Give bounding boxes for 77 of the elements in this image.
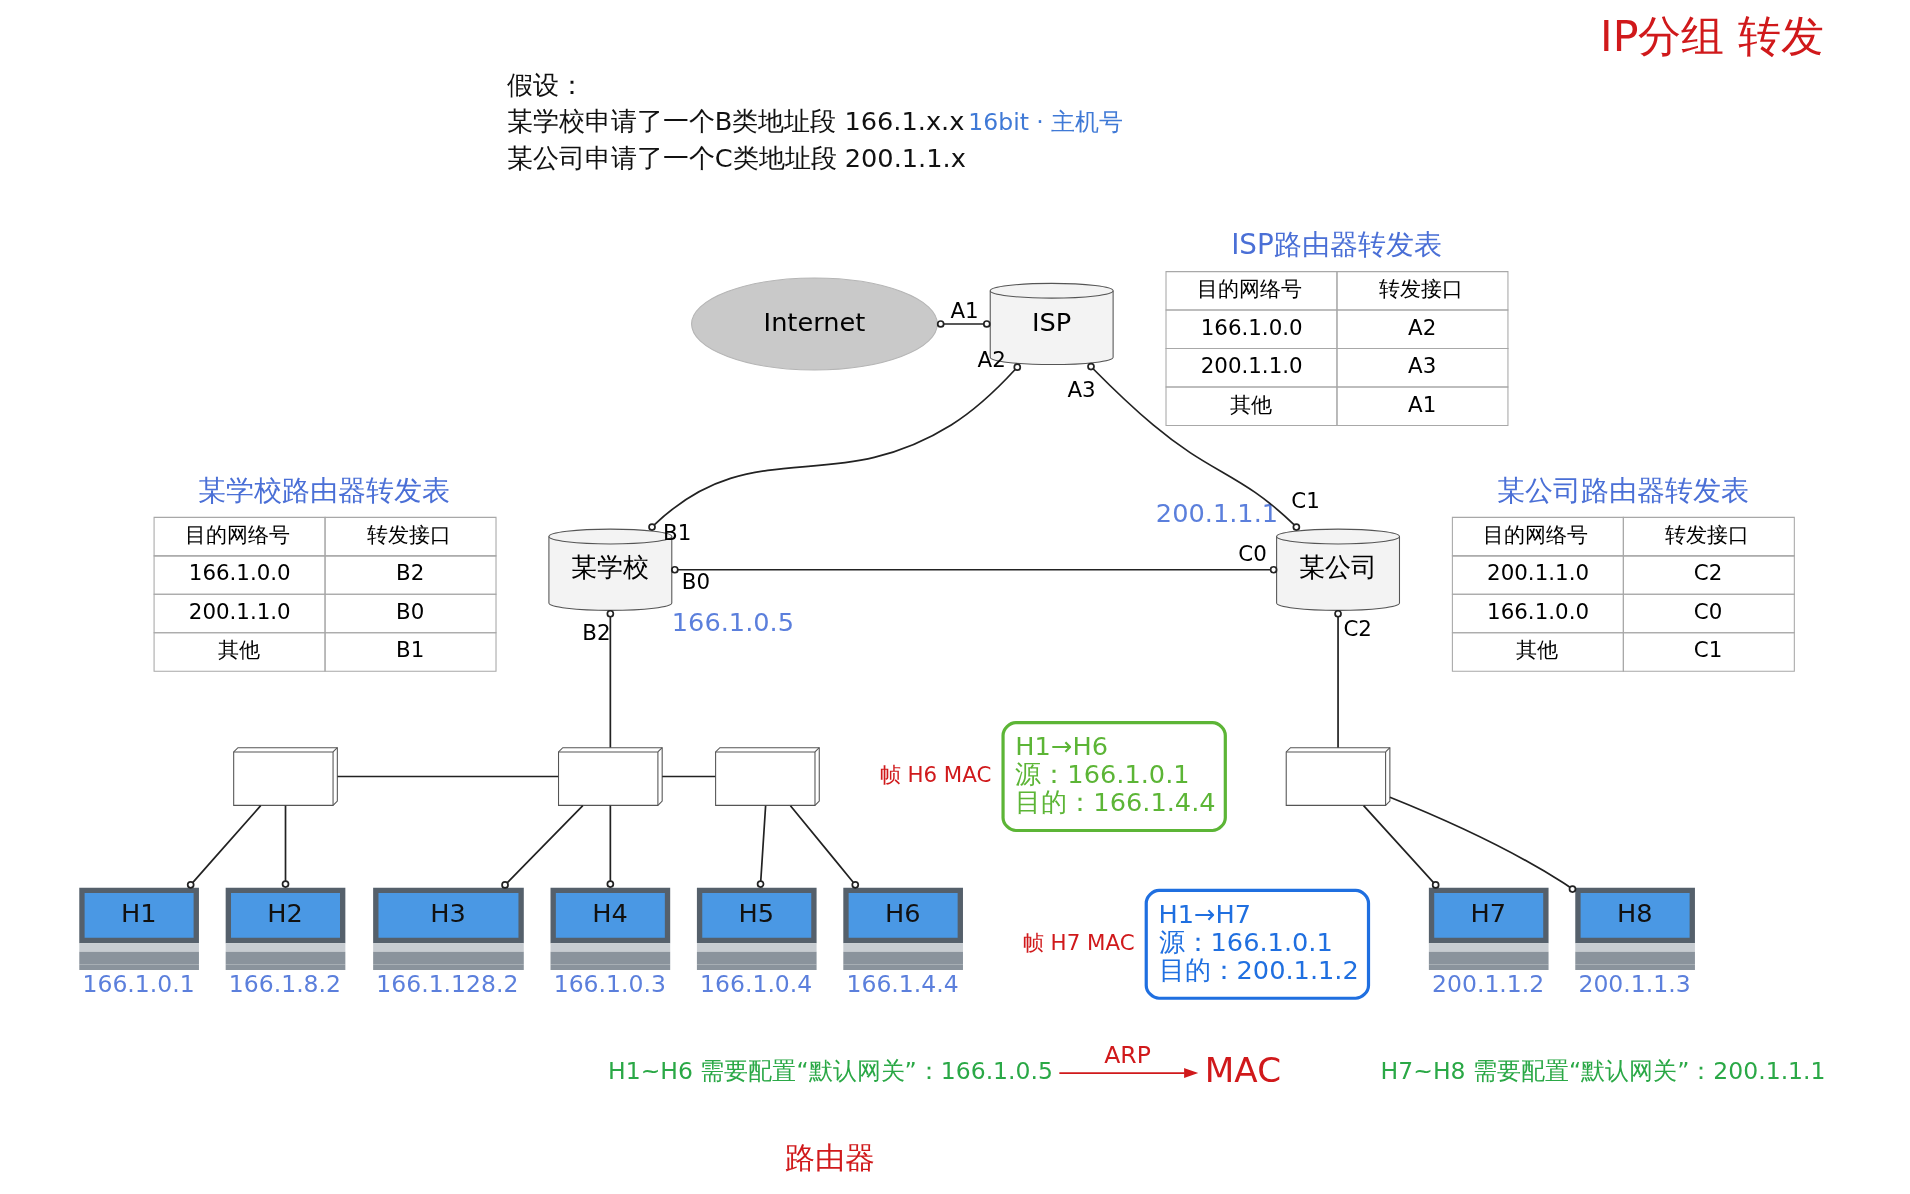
node-label: 166.1.0.4 bbox=[699, 969, 812, 998]
connector bbox=[606, 609, 614, 749]
connector bbox=[1086, 362, 1300, 531]
label: B1 bbox=[395, 637, 424, 663]
label: 目的网络号 bbox=[184, 521, 290, 547]
node-label: B0 bbox=[681, 568, 710, 594]
label: 转发接口 bbox=[366, 521, 451, 547]
label: B2 bbox=[395, 560, 424, 586]
node-label: 166.1.0.5 bbox=[671, 606, 794, 637]
label: 166.1.0.0 bbox=[1486, 598, 1589, 624]
connector bbox=[606, 804, 614, 888]
node-label: B2 bbox=[581, 620, 611, 646]
label: 某公司申请了一个C类地址段 200.1.1.x bbox=[506, 142, 966, 173]
node-label: A3 bbox=[1066, 376, 1096, 402]
node-label: C2 bbox=[1342, 615, 1372, 641]
node-label: 200.1.1.1 bbox=[1155, 497, 1278, 528]
label: 转发接口 bbox=[1664, 521, 1749, 547]
label: 其他 bbox=[1515, 637, 1558, 663]
connector bbox=[1362, 804, 1439, 889]
connector bbox=[670, 565, 1277, 574]
label: 200.1.1.0 bbox=[1486, 560, 1589, 586]
node-ellipse: Internet bbox=[690, 277, 938, 371]
node-label: A1 bbox=[950, 297, 979, 323]
connector bbox=[1388, 796, 1576, 893]
label: 假设： bbox=[506, 69, 585, 100]
node-label: A2 bbox=[977, 346, 1006, 372]
arrow bbox=[1057, 1068, 1198, 1078]
label: 16bit · 主机号 bbox=[967, 107, 1123, 136]
connector bbox=[186, 804, 262, 889]
label: C1 bbox=[1693, 637, 1722, 663]
label: B0 bbox=[395, 598, 424, 624]
node-label: 200.1.1.3 bbox=[1577, 969, 1691, 998]
label: ISP路由器转发表 bbox=[1230, 228, 1442, 262]
node-box: H1→H7 源：166.1.0.1 目的：200.1.1.2 bbox=[1144, 888, 1370, 1000]
label: H7~H8 需要配置“默认网关”：200.1.1.1 bbox=[1380, 1057, 1825, 1086]
node-label: C0 bbox=[1237, 541, 1267, 567]
node-label: C1 bbox=[1290, 487, 1320, 513]
connector bbox=[500, 804, 584, 889]
label: 166.1.0.0 bbox=[1200, 314, 1303, 340]
label: 某学校申请了一个B类地址段 166.1.x.x bbox=[506, 106, 964, 137]
label: 166.1.0.0 bbox=[188, 560, 291, 586]
connector bbox=[647, 363, 1021, 531]
connector bbox=[936, 320, 991, 328]
node-label: 166.1.0.1 bbox=[81, 969, 195, 998]
node-label: 166.1.0.3 bbox=[553, 969, 666, 998]
label: C2 bbox=[1693, 560, 1722, 586]
label: 某学校路由器转发表 bbox=[197, 474, 450, 508]
diagram-title: IP分组 转发 bbox=[1599, 10, 1824, 61]
connector bbox=[336, 775, 559, 778]
connector bbox=[756, 804, 766, 888]
node-box: H1→H6 源：166.1.0.1 目的：166.1.4.4 bbox=[1000, 720, 1227, 833]
label: 目的网络号 bbox=[1482, 521, 1588, 547]
node-label: 166.1.8.2 bbox=[228, 969, 341, 998]
label: 目的网络号 bbox=[1196, 276, 1302, 302]
node-label: 帧 H6 MAC bbox=[879, 761, 991, 787]
connector bbox=[789, 804, 859, 889]
label: 其他 bbox=[217, 637, 260, 663]
label: 200.1.1.0 bbox=[1200, 353, 1303, 379]
label: 某公司路由器转发表 bbox=[1496, 474, 1749, 508]
node-label: 166.1.128.2 bbox=[375, 969, 518, 998]
node-text: MAC bbox=[1204, 1049, 1281, 1090]
label: 路由器 bbox=[784, 1140, 875, 1176]
label: A1 bbox=[1407, 391, 1436, 417]
connector bbox=[281, 804, 289, 888]
label: 转发接口 bbox=[1378, 276, 1463, 302]
node-label: 200.1.1.2 bbox=[1431, 969, 1544, 998]
label: A3 bbox=[1407, 353, 1436, 379]
connector bbox=[660, 775, 716, 778]
edge-label: ARP bbox=[1103, 1041, 1151, 1069]
label: 200.1.1.0 bbox=[188, 598, 291, 624]
label: 其他 bbox=[1229, 391, 1272, 417]
label: A2 bbox=[1407, 314, 1436, 340]
node-label: 166.1.4.4 bbox=[846, 969, 959, 998]
node-text: H1~H6 需要配置“默认网关”：166.1.0.5 bbox=[607, 1057, 1053, 1086]
label: C0 bbox=[1693, 598, 1722, 624]
connector bbox=[1333, 609, 1342, 749]
node-label: 帧 H7 MAC bbox=[1022, 929, 1135, 955]
